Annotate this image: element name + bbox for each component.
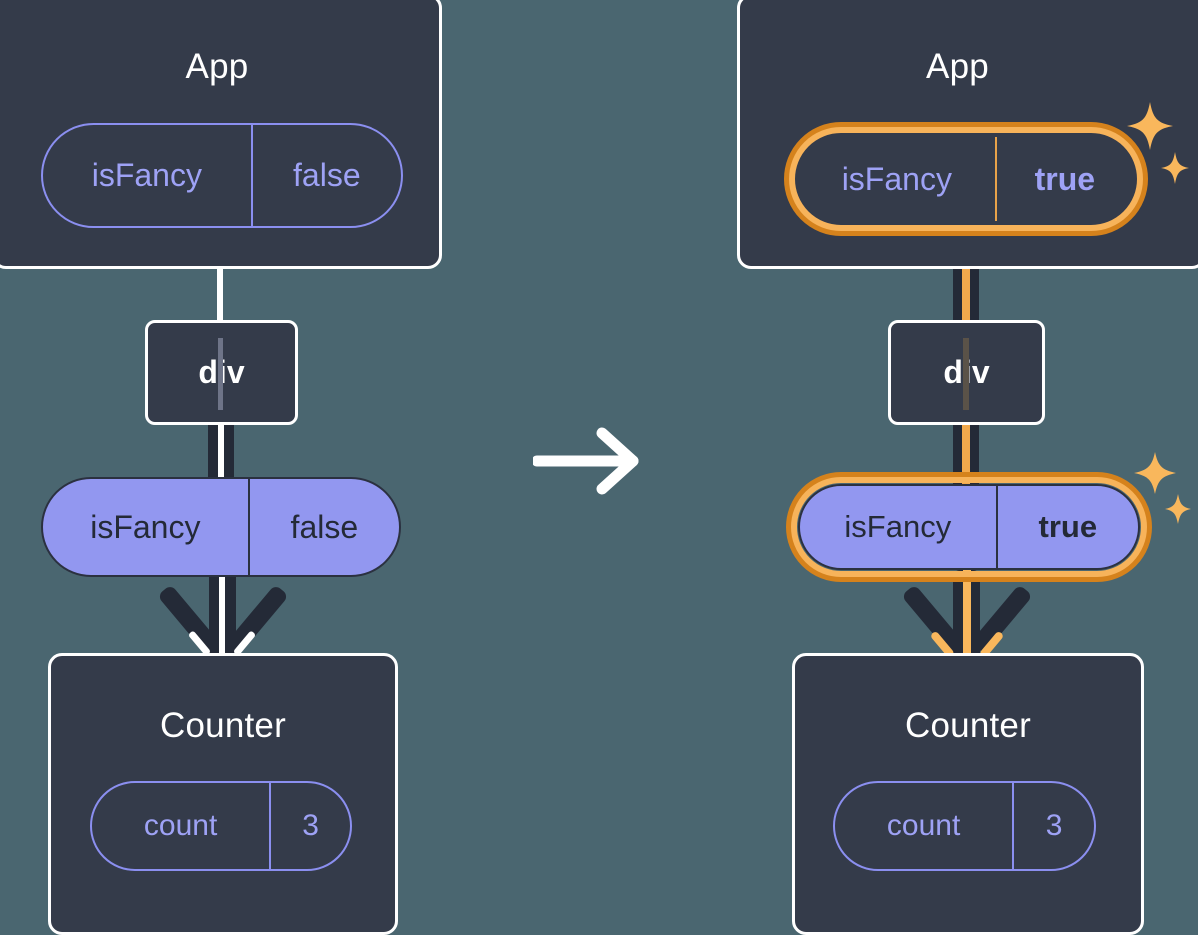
sparkle-icon — [1127, 102, 1189, 184]
app-card-title-left: App — [185, 47, 249, 86]
state-name-left-counter: count — [143, 809, 218, 842]
arrow-right-icon — [531, 427, 639, 495]
connector-div-to-prop-center-left — [218, 423, 224, 483]
transition-arrow — [531, 425, 645, 497]
state-value-right-counter: 3 — [1012, 783, 1094, 869]
state-name-right-app: isFancy — [841, 160, 952, 197]
connector-through-div-left — [218, 338, 223, 410]
sparkles-prop-right — [1134, 450, 1194, 526]
state-value-left-counter: 3 — [269, 783, 350, 869]
connector-through-div-right — [963, 338, 969, 410]
sparkles-app-right — [1126, 100, 1192, 186]
counter-card-title-left: Counter — [160, 706, 286, 745]
state-name-left-app: isFancy — [91, 157, 202, 193]
prop-value-left: false — [247, 479, 399, 575]
sparkle-icon — [1134, 452, 1191, 524]
prop-pill-left[interactable]: isFancy false — [41, 477, 401, 577]
connector-app-to-div-center-right — [962, 215, 970, 327]
prop-value-right: true — [995, 486, 1138, 568]
app-card-right: App — [737, 0, 1198, 269]
counter-state-pill-right[interactable]: count 3 — [833, 781, 1096, 871]
state-name-right-counter: count — [886, 809, 961, 842]
prop-flow-arrow-tip-left — [187, 570, 257, 670]
app-card-title-right: App — [926, 47, 989, 86]
connector-app-to-div-left — [217, 255, 223, 323]
state-value-left-app: false — [250, 125, 401, 226]
prop-pill-right[interactable]: isFancy true — [798, 484, 1140, 570]
app-state-pill-left[interactable]: isFancy false — [41, 123, 403, 228]
prop-flow-arrow-tip-right — [929, 570, 1005, 670]
counter-card-title-right: Counter — [905, 706, 1031, 745]
prop-name-left: isFancy — [90, 508, 201, 545]
connector-div-to-prop-center-right — [962, 423, 970, 485]
app-state-pill-right[interactable]: isFancy true — [797, 135, 1135, 223]
prop-name-right: isFancy — [844, 509, 952, 544]
counter-state-pill-left[interactable]: count 3 — [90, 781, 352, 871]
state-value-right-app: true — [994, 137, 1133, 221]
